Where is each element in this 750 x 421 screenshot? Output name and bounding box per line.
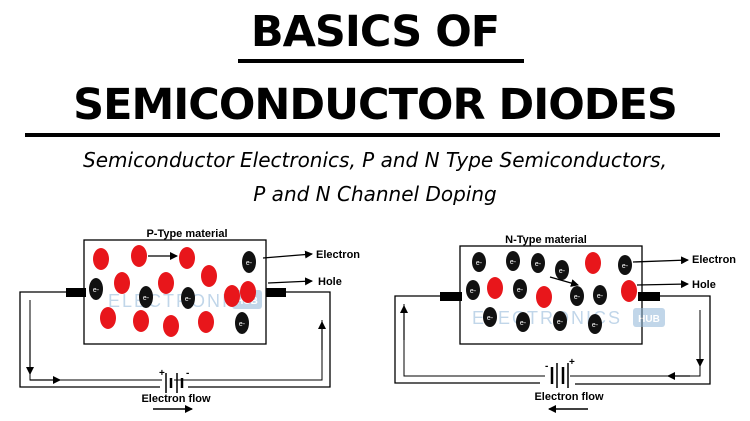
p-type-diagram: P-Type material ELECTRONICS HUB: [19, 228, 360, 413]
p-material-box: [83, 239, 267, 345]
electron-label: e-: [517, 287, 524, 294]
hole: [131, 245, 147, 267]
p-type-heading: P-Type material: [146, 228, 227, 240]
electron-label: e-: [185, 296, 192, 303]
p-electron-flow-label: Electron flow: [141, 393, 211, 405]
hole: [487, 277, 503, 299]
p-holes: [93, 245, 256, 337]
n-battery: [545, 363, 570, 388]
n-legend-electron-label: Electron: [692, 254, 736, 266]
n-battery-minus: -: [545, 361, 548, 372]
hole: [198, 311, 214, 333]
electron: [235, 312, 249, 334]
hole: [536, 286, 552, 308]
p-circuit-wire-inner: [29, 300, 323, 381]
electron-label: e-: [557, 319, 564, 326]
hole: [179, 247, 195, 269]
p-electrons: e- e- e- e- e-: [89, 251, 256, 334]
n-type-diagram: N-Type material ELECTRONICS HUB e-: [394, 234, 736, 413]
electron-label: e-: [592, 322, 599, 329]
p-battery: [162, 373, 184, 393]
hole: [585, 252, 601, 274]
n-watermark-text: ELECTRONICS: [472, 308, 622, 328]
electron-label: e-: [470, 288, 477, 295]
hole: [621, 280, 637, 302]
hole: [133, 310, 149, 332]
subtitle-line-2: P and N Channel Doping: [253, 182, 497, 206]
hole: [163, 315, 179, 337]
electron-label: e-: [510, 259, 517, 266]
electron: [483, 307, 497, 327]
electron-label: e-: [239, 321, 246, 328]
electron: [618, 255, 632, 275]
electron: [139, 286, 153, 308]
title-underline-1: [238, 59, 524, 63]
n-watermark-badge-bg: [633, 308, 665, 327]
hole: [158, 272, 174, 294]
p-circuit-wire-left: [19, 291, 160, 388]
p-battery-minus: -: [186, 368, 189, 379]
p-circuit-wire-right: [188, 291, 331, 388]
electron: [593, 285, 607, 305]
hole: [201, 265, 217, 287]
p-legend-hole-label: Hole: [318, 276, 342, 288]
p-legend-electron-label: Electron: [316, 249, 360, 261]
electron: [242, 251, 256, 273]
electron-label: e-: [574, 294, 581, 301]
electron: [513, 279, 527, 299]
electron-label: e-: [487, 315, 494, 322]
n-circuit-wire-right: [575, 295, 711, 385]
electron: [466, 280, 480, 300]
n-watermark-badge: HUB: [638, 314, 660, 325]
p-battery-plus: +: [159, 368, 165, 379]
electron: [555, 260, 569, 280]
electron-label: e-: [476, 260, 483, 267]
subtitle-line-1: Semiconductor Electronics, P and N Type …: [83, 148, 667, 172]
electron: [472, 252, 486, 272]
electron-label: e-: [559, 268, 566, 275]
electron-label: e-: [93, 287, 100, 294]
electron-label: e-: [535, 261, 542, 268]
p-terminal-right: [266, 288, 286, 297]
n-watermark: ELECTRONICS HUB: [472, 308, 665, 328]
n-legend-electron-arrow: [632, 256, 689, 265]
p-legend-hole-arrow: [267, 277, 313, 286]
title-underline-2: [25, 133, 720, 137]
n-legend-hole-arrow: [636, 280, 689, 289]
electron: [531, 253, 545, 273]
electron-label: e-: [622, 263, 629, 270]
p-legend-electron-arrow: [262, 250, 313, 259]
electron: [181, 287, 195, 309]
n-electron-flow-label: Electron flow: [534, 391, 604, 403]
title-line-1: BASICS OF: [250, 7, 500, 57]
n-terminal-left: [440, 292, 462, 301]
n-circuit-wire-left: [394, 295, 540, 384]
n-terminal-right: [638, 292, 660, 301]
electron: [506, 251, 520, 271]
electron: [89, 278, 103, 300]
title-line-2: SEMICONDUCTOR DIODES: [73, 80, 678, 130]
hole: [240, 281, 256, 303]
hole: [224, 285, 240, 307]
electron: [570, 286, 584, 306]
electron-label: e-: [246, 260, 253, 267]
n-legend-hole-label: Hole: [692, 279, 716, 291]
electron: [516, 312, 530, 332]
p-terminal-left: [66, 288, 86, 297]
n-material-box: [459, 245, 643, 345]
n-holes: [487, 252, 637, 308]
n-electrons: e- e- e- e- e- e- e- e- e- e- e- e- e-: [466, 251, 632, 334]
electron-label: e-: [597, 293, 604, 300]
n-battery-plus: +: [569, 357, 575, 368]
electron: [553, 311, 567, 331]
hole: [93, 248, 109, 270]
electron: [588, 314, 602, 334]
electron-label: e-: [143, 295, 150, 302]
n-type-heading: N-Type material: [505, 234, 587, 246]
hole: [100, 307, 116, 329]
n-electron-motion-arrow: [549, 276, 579, 287]
hole: [114, 272, 130, 294]
electron-label: e-: [520, 320, 527, 327]
